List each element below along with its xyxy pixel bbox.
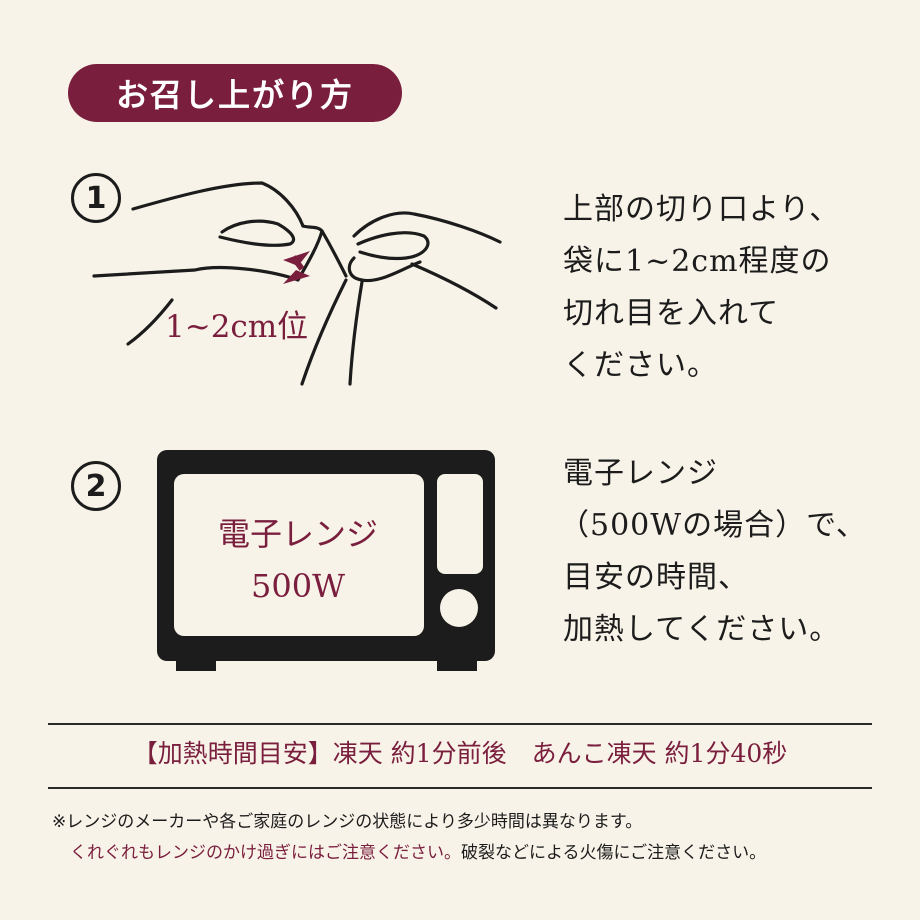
divider-top	[48, 723, 872, 725]
step-2-line: 電子レンジ	[563, 456, 718, 491]
step-1-number: 1	[71, 173, 121, 223]
divider-bottom	[48, 787, 872, 789]
step-1-line: 袋に1~2cm程度の	[563, 244, 832, 279]
step-1-line: 切れ目を入れて	[563, 296, 780, 331]
cut-length-label: 1~2cm位	[165, 309, 309, 345]
note-warning-accent: くれぐれもレンジのかけ過ぎにはご注意ください。	[70, 843, 461, 863]
note-line-2: くれぐれもレンジのかけ過ぎにはご注意ください。破裂などによる火傷にご注意ください…	[70, 838, 766, 863]
note-warning: 破裂などによる火傷にご注意ください。	[461, 843, 767, 863]
step-2-line: 加熱してください。	[563, 612, 841, 647]
double-arrow-icon	[283, 251, 310, 284]
step-1-instructions: 上部の切り口より、 袋に1~2cm程度の 切れ目を入れて ください。	[563, 184, 840, 392]
microwave-label-line: 500W	[251, 567, 345, 605]
heating-time-guide: 【加熱時間目安】凍天 約1分前後 あんこ凍天 約1分40秒	[132, 739, 788, 768]
note-line-1: ※レンジのメーカーや各ご家庭のレンジの状態により多少時間は異なります。	[52, 812, 643, 832]
step-2-line: 目安の時間、	[563, 560, 749, 595]
step-1-line: 上部の切り口より、	[563, 192, 841, 227]
step-2-instructions: 電子レンジ （500Wの場合）で、 目安の時間、 加熱してください。	[559, 448, 867, 656]
page-title: お召し上がり方	[68, 64, 402, 122]
microwave-label: 電子レンジ 500W	[170, 508, 426, 612]
step-1-line: ください。	[563, 348, 718, 383]
step-2-line: （500Wの場合）で、	[559, 508, 867, 543]
microwave-label-line: 電子レンジ	[217, 515, 378, 553]
step-2-number: 2	[71, 461, 121, 511]
